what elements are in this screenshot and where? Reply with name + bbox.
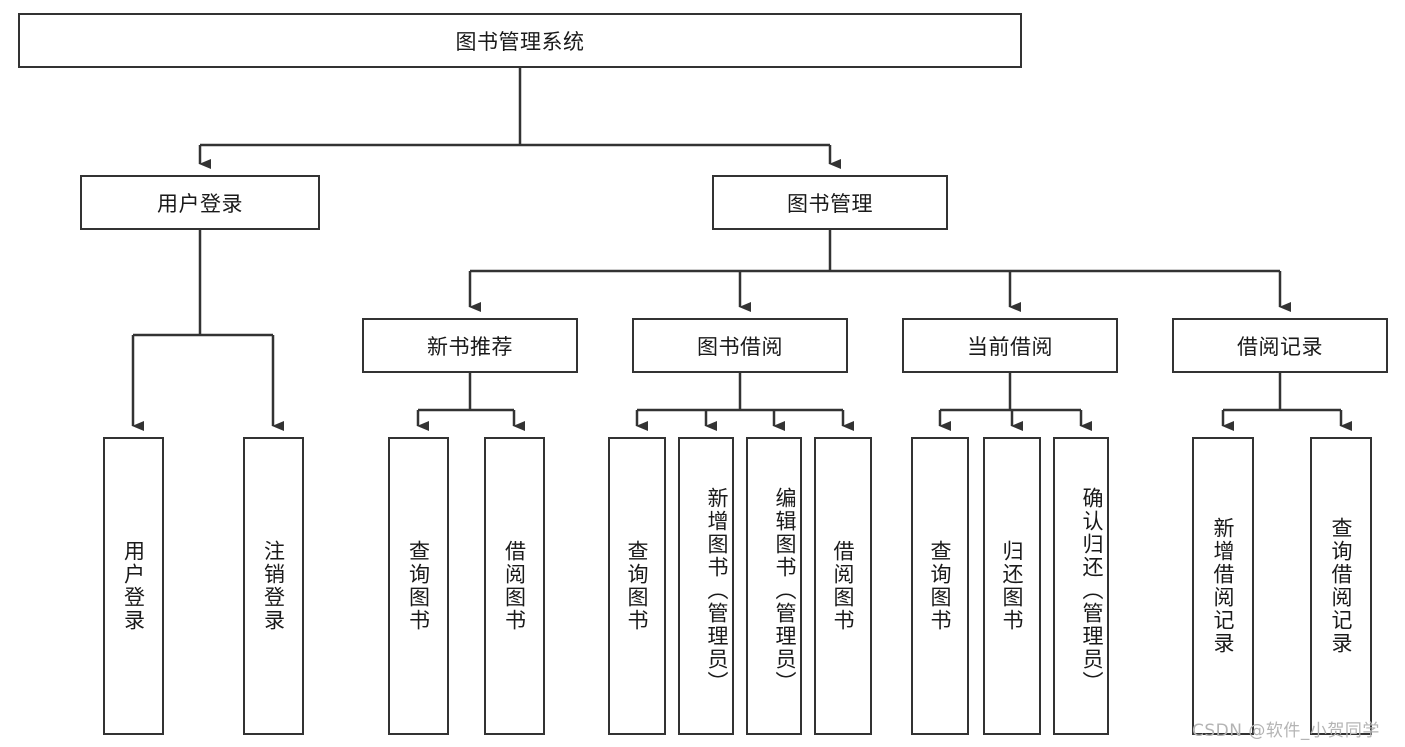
node-book-management[interactable]: 图书管理 [712, 175, 948, 230]
csdn-watermark: CSDN @软件_小贺同学 [1192, 721, 1380, 741]
leaf-node[interactable]: 查询借阅记录 [1310, 437, 1372, 735]
node-new-book-recommend[interactable]: 新书推荐 [362, 318, 578, 373]
node-root[interactable]: 图书管理系统 [18, 13, 1022, 68]
leaf-node[interactable]: 查询图书 [608, 437, 666, 735]
leaf-node[interactable]: 用户登录 [103, 437, 164, 735]
leaf-node[interactable]: 新增图书（管理员） [678, 437, 734, 735]
leaf-node[interactable]: 编辑图书（管理员） [746, 437, 802, 735]
node-current-borrow[interactable]: 当前借阅 [902, 318, 1118, 373]
leaf-node[interactable]: 归还图书 [983, 437, 1041, 735]
leaf-node[interactable]: 查询图书 [911, 437, 969, 735]
leaf-node[interactable]: 新增借阅记录 [1192, 437, 1254, 735]
leaf-node[interactable]: 确认归还（管理员） [1053, 437, 1109, 735]
node-book-borrow[interactable]: 图书借阅 [632, 318, 848, 373]
node-borrow-record[interactable]: 借阅记录 [1172, 318, 1388, 373]
leaf-node[interactable]: 注销登录 [243, 437, 304, 735]
node-user-login[interactable]: 用户登录 [80, 175, 320, 230]
leaf-node[interactable]: 借阅图书 [814, 437, 872, 735]
leaf-node[interactable]: 查询图书 [388, 437, 449, 735]
leaf-node[interactable]: 借阅图书 [484, 437, 545, 735]
